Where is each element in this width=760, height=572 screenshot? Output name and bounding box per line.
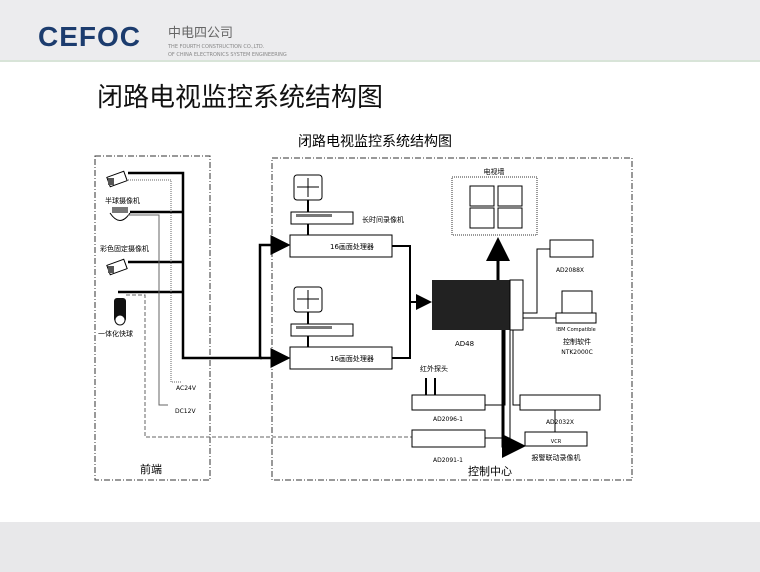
software-label: 控制软件 [563,337,591,346]
logo: CEFOC [38,21,141,52]
monitor-icon [293,174,323,201]
keyboard-label: AD2088X [556,267,584,274]
alarm-1-label: AD2096-1 [433,416,463,423]
dome-camera-icon [109,207,131,221]
processor-label: 16画面处理器 [330,354,374,363]
matrix-panel [509,279,524,331]
front-label: 前端 [140,462,162,476]
alarm-device-3 [519,394,601,411]
speed-dome-label: 一体化快球 [98,329,133,338]
header-band: CEFOC 中电四公司 THE FOURTH CONSTRUCTION CO.,… [0,0,760,62]
pc-label: IBM Compatible [556,327,595,333]
dome-camera-label: 半球摄像机 [105,196,140,205]
logo-en: OF CHINA ELECTRONICS SYSTEM ENGINEERING [168,52,287,58]
camera-icon [106,170,128,188]
monitor-icon [469,185,523,229]
front-boundary [94,155,211,481]
dc12v-label: DC12V [175,408,196,415]
alarm-3-label: AD2032X [546,419,574,426]
video-bus [118,171,291,368]
logo-en: THE FOURTH CONSTRUCTION CO.,LTD. [168,44,265,50]
pc-icon [555,290,597,324]
alarm-device-1 [411,394,486,411]
vcr-icon [290,211,354,225]
speed-dome-icon [114,298,126,326]
processor-label: 16画面处理器 [330,242,374,251]
slide-title: 闭路电视监控系统结构图 [97,83,384,113]
monitor-icon [293,286,323,313]
footer-band [0,522,760,572]
vcr-long-label: 长时间录像机 [362,215,404,224]
camera-icon [106,258,128,276]
ac24v-label: AC24V [176,385,197,392]
software-model: NTK2000C [561,349,593,356]
matrix-label: AD48 [455,340,474,348]
matrix-ad48 [432,280,510,330]
tv-wall [451,176,538,236]
tv-wall-label: 电视墙 [484,167,505,176]
processor-links [307,200,432,359]
logo-cn: 中电四公司 [168,26,234,41]
power-lines [126,179,412,438]
color-camera-label: 彩色固定摄像机 [100,244,149,253]
alarm-video-arrow [501,330,526,458]
ir-sensor-icon [425,378,436,395]
center-boundary [271,157,633,481]
vcr-icon [290,323,354,337]
alarm-2-label: AD2091-1 [433,457,463,464]
ir-label: 红外探头 [420,364,448,373]
vcr-label: VCR [551,439,562,445]
alarm-device-2 [411,429,486,448]
diagram-title: 闭路电视监控系统结构图 [298,134,452,150]
center-label: 控制中心 [468,464,512,478]
alarm-vcr-label: 报警联动录像机 [532,453,581,462]
keyboard-device [549,239,594,258]
alarm-vcr [524,431,588,447]
